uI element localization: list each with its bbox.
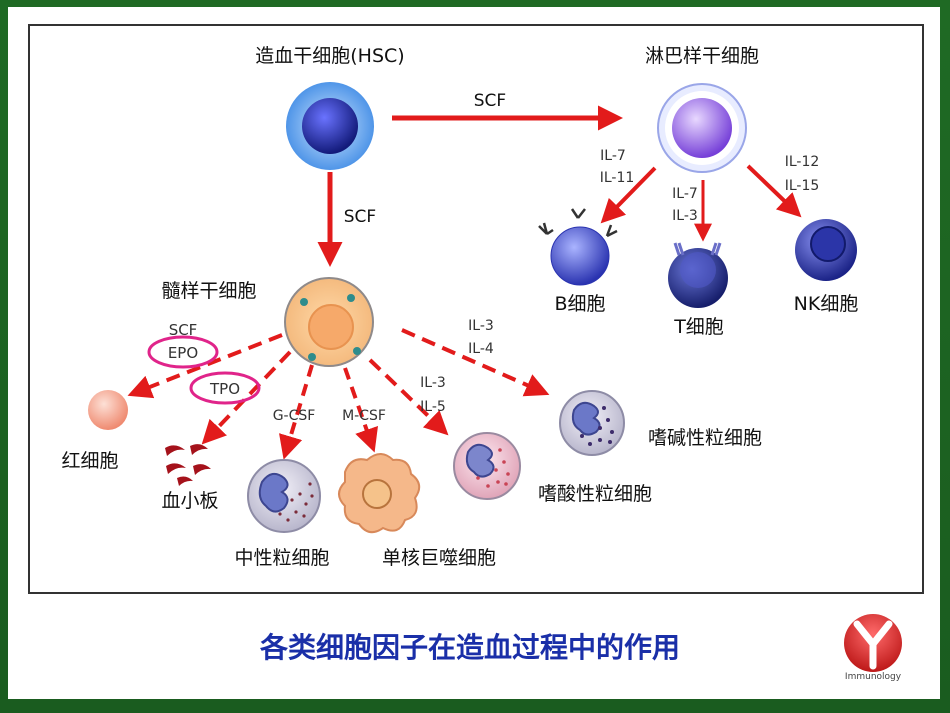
nk-cell: [795, 219, 857, 281]
myeloid-label: 髓样干细胞: [161, 280, 256, 302]
rbc-cell: [88, 390, 128, 430]
arrow-lymphoid-to-b: [600, 166, 657, 224]
b-cell-label: B细胞: [554, 293, 605, 315]
arrow-myeloid-to-monocyte: [343, 367, 378, 453]
eosinophil-label: 嗜酸性粒细胞: [538, 483, 652, 505]
t-cell-label: T细胞: [673, 316, 724, 338]
hsc-label: 造血干细胞(HSC): [255, 45, 404, 67]
logo-text: Immunology: [845, 672, 902, 682]
arrow-myeloid-to-rbc: [127, 333, 283, 399]
scf-right-label: SCF: [474, 91, 506, 111]
monocyte-label: 单核巨噬细胞: [382, 547, 496, 569]
arrow-myeloid-to-basophil: [401, 328, 550, 397]
arrow-myeloid-to-neutrophil: [279, 364, 314, 460]
neutrophil-cell: [247, 459, 321, 533]
b-cell: [538, 208, 618, 286]
nk-cell-label: NK细胞: [794, 293, 859, 315]
t-cell: [668, 242, 728, 308]
gcsf-label: G-CSF: [273, 408, 316, 424]
t-factor-2: IL-3: [672, 208, 698, 224]
mcsf-label: M-CSF: [342, 408, 386, 424]
nk-factor-2: IL-15: [785, 178, 820, 194]
monocyte-cell: [338, 453, 421, 534]
rbc-factor-1: SCF: [169, 321, 198, 339]
arrow-myeloid-to-eosinophil: [368, 358, 449, 436]
caption: 各类细胞因子在造血过程中的作用: [259, 631, 680, 664]
diagram-frame: [28, 24, 924, 594]
slide-page: [8, 7, 940, 699]
baso-factor-2: IL-4: [468, 341, 494, 357]
immunology-logo: [844, 614, 902, 672]
basophil-label: 嗜碱性粒细胞: [648, 427, 762, 449]
eos-factor-2: IL-5: [420, 399, 446, 415]
eos-factor-1: IL-3: [420, 375, 446, 391]
rbc-factor-2: EPO: [168, 344, 198, 362]
myeloid-stem-cell: [284, 277, 374, 367]
b-factor-1: IL-7: [600, 148, 626, 164]
arrow-lymphoid-to-nk: [746, 164, 802, 218]
nk-factor-1: IL-12: [785, 154, 820, 170]
epo-highlight: [147, 335, 219, 369]
neutrophil-label: 中性粒细胞: [234, 547, 329, 569]
rbc-label: 红细胞: [61, 450, 118, 472]
scf-down-label: SCF: [344, 207, 376, 227]
tpo-highlight: [189, 371, 261, 405]
tpo-label: TPO: [209, 380, 240, 398]
b-factor-2: IL-11: [600, 170, 635, 186]
baso-factor-1: IL-3: [468, 318, 494, 334]
lymphoid-stem-cell: [657, 83, 747, 173]
hsc-cell: [286, 82, 374, 170]
basophil-cell: [559, 390, 625, 456]
platelets: [165, 444, 211, 486]
platelet-label: 血小板: [161, 490, 218, 512]
lymphoid-label: 淋巴样干细胞: [645, 45, 759, 67]
arrows: [127, 105, 802, 460]
t-factor-1: IL-7: [672, 186, 698, 202]
eosinophil-cell: [453, 432, 521, 500]
